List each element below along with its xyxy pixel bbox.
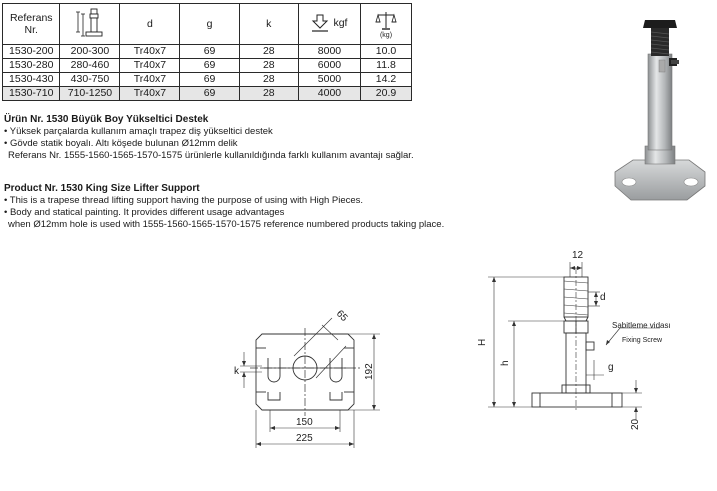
cell-range: 430-750 — [59, 72, 121, 87]
table-row: 1530-430 430-750 Tr40x7 69 28 5000 14.2 — [1, 72, 412, 87]
tr-line2: • Gövde statik boyalı. Altı köşede bulun… — [4, 138, 238, 149]
table-row: 1530-280 280-460 Tr40x7 69 28 6000 11.8 — [1, 58, 412, 73]
cell-ref: 1530-280 — [1, 58, 61, 73]
dim-20-label: 20 — [630, 418, 641, 430]
cell-g: 69 — [179, 72, 240, 87]
cell-range: 200-300 — [59, 44, 121, 59]
tr-line3: Referans Nr. 1555-1560-1565-1570-1575 ür… — [8, 150, 414, 161]
cell-k: 28 — [238, 72, 299, 87]
table-row: 1530-710 710-1250 Tr40x7 69 28 4000 20.9 — [1, 86, 412, 101]
en-description: Product Nr. 1530 King Size Lifter Suppor… — [4, 183, 444, 231]
table-row: 1530-200 200-300 Tr40x7 69 28 8000 10.0 — [1, 44, 412, 59]
header-kg-label: (kg) — [379, 31, 393, 39]
dim-65-label: 65 — [334, 308, 350, 324]
en-line2: • Body and statical painting. It provide… — [4, 207, 285, 218]
header-load: kgf — [297, 3, 362, 45]
cell-g: 69 — [179, 86, 240, 101]
fixing-screw-label-tr: Sabitleme vidası — [612, 321, 671, 330]
header-ref-line2: Nr. — [24, 24, 38, 36]
header-height-range — [59, 3, 121, 45]
height-range-icon — [75, 8, 103, 36]
cell-ref: 1530-710 — [1, 86, 61, 101]
load-arrow-icon — [312, 14, 329, 32]
dim-d-label: d — [600, 292, 606, 303]
cell-d: Tr40x7 — [119, 86, 181, 101]
en-title: Product Nr. 1530 King Size Lifter Suppor… — [4, 183, 200, 194]
header-kgf-label: kgf — [333, 16, 348, 29]
dim-h-label: h — [500, 360, 511, 366]
en-line1: • This is a trapese thread lifting suppo… — [4, 195, 364, 206]
header-ref-line1: Referans — [9, 12, 53, 24]
cell-range: 710-1250 — [59, 86, 121, 101]
header-d: d — [119, 3, 181, 45]
dim-225-label: 225 — [296, 433, 313, 444]
cell-ref: 1530-430 — [1, 72, 61, 87]
cell-d: Tr40x7 — [119, 72, 181, 87]
cell-k: 28 — [238, 86, 299, 101]
header-k: k — [238, 3, 299, 45]
header-weight: (kg) — [360, 3, 412, 45]
cell-g: 69 — [179, 44, 240, 59]
dim-150-label: 150 — [296, 417, 313, 428]
cell-kgf: 4000 — [297, 86, 362, 101]
cell-d: Tr40x7 — [119, 58, 181, 73]
dim-192-label: 192 — [364, 363, 375, 380]
dim-k-label: k — [234, 366, 240, 377]
en-line3: when Ø12mm hole is used with 1555-1560-1… — [8, 219, 445, 230]
cell-k: 28 — [238, 58, 299, 73]
cell-d: Tr40x7 — [119, 44, 181, 59]
cell-ref: 1530-200 — [1, 44, 61, 59]
dim-g-label: g — [608, 362, 614, 373]
cell-range: 280-460 — [59, 58, 121, 73]
cell-g: 69 — [179, 58, 240, 73]
cell-k: 28 — [238, 44, 299, 59]
tr-line1: • Yüksek parçalarda kullanım amaçlı trap… — [4, 126, 273, 137]
tr-description: Ürün Nr. 1530 Büyük Boy Yükseltici Deste… — [4, 114, 414, 162]
tr-title: Ürün Nr. 1530 Büyük Boy Yükseltici Deste… — [4, 114, 209, 125]
scale-icon — [375, 11, 397, 30]
fixing-screw-label-en: Fixing Screw — [622, 337, 663, 344]
cell-kgf: 6000 — [297, 58, 362, 73]
cell-kg: 11.8 — [360, 58, 412, 73]
dim-12-label: 12 — [572, 250, 584, 261]
header-g: g — [179, 3, 240, 45]
cell-kg: 10.0 — [360, 44, 412, 59]
cell-kg: 14.2 — [360, 72, 412, 87]
dim-H-label: H — [477, 339, 488, 346]
product-photo — [614, 20, 706, 201]
cell-kgf: 8000 — [297, 44, 362, 59]
cell-kgf: 5000 — [297, 72, 362, 87]
cell-kg: 20.9 — [360, 86, 412, 101]
